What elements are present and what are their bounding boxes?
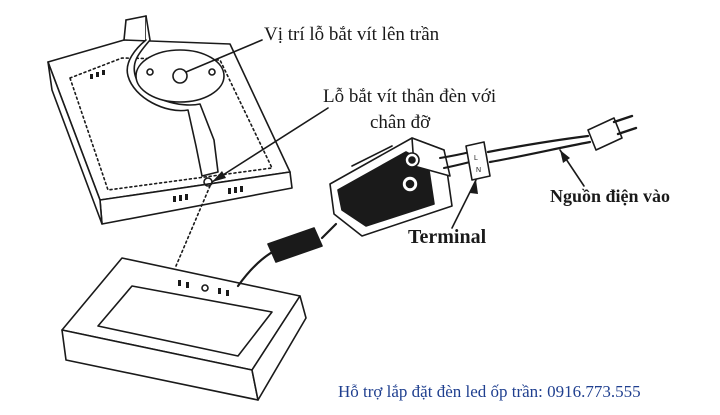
- led-panel: [61, 257, 307, 401]
- ceiling-screw-hole: [172, 68, 188, 84]
- terminal-block: L N: [465, 141, 491, 181]
- callout-ceiling-screw: [185, 39, 263, 73]
- power-cable-a: [486, 134, 590, 154]
- alignment-line: [175, 185, 211, 267]
- led-driver: [329, 137, 453, 237]
- callout-lines: [185, 39, 585, 229]
- cable-connector: [267, 222, 338, 263]
- label-body-screw-hole-line1: Lỗ bắt vít thân đèn với: [323, 86, 497, 107]
- callout-body-screw: [211, 107, 329, 183]
- mounting-plate: [126, 15, 225, 187]
- mounting-bracket-box: [47, 15, 293, 225]
- power-plug: [587, 114, 638, 151]
- footer-support-text: Hỗ trợ lắp đặt đèn led ốp trần: 0916.773…: [338, 382, 641, 401]
- svg-text:L: L: [474, 155, 478, 162]
- power-cable-b: [488, 140, 592, 164]
- callout-terminal: [451, 179, 477, 229]
- label-power-input: Nguồn điện vào: [550, 186, 671, 206]
- label-body-screw-hole-line2: chân đỡ: [370, 112, 431, 133]
- label-ceiling-screw-hole: Vị trí lỗ bắt vít lên trần: [264, 24, 440, 45]
- driver-wire-b: [443, 161, 471, 169]
- svg-text:N: N: [476, 167, 481, 174]
- label-terminal: Terminal: [408, 226, 487, 248]
